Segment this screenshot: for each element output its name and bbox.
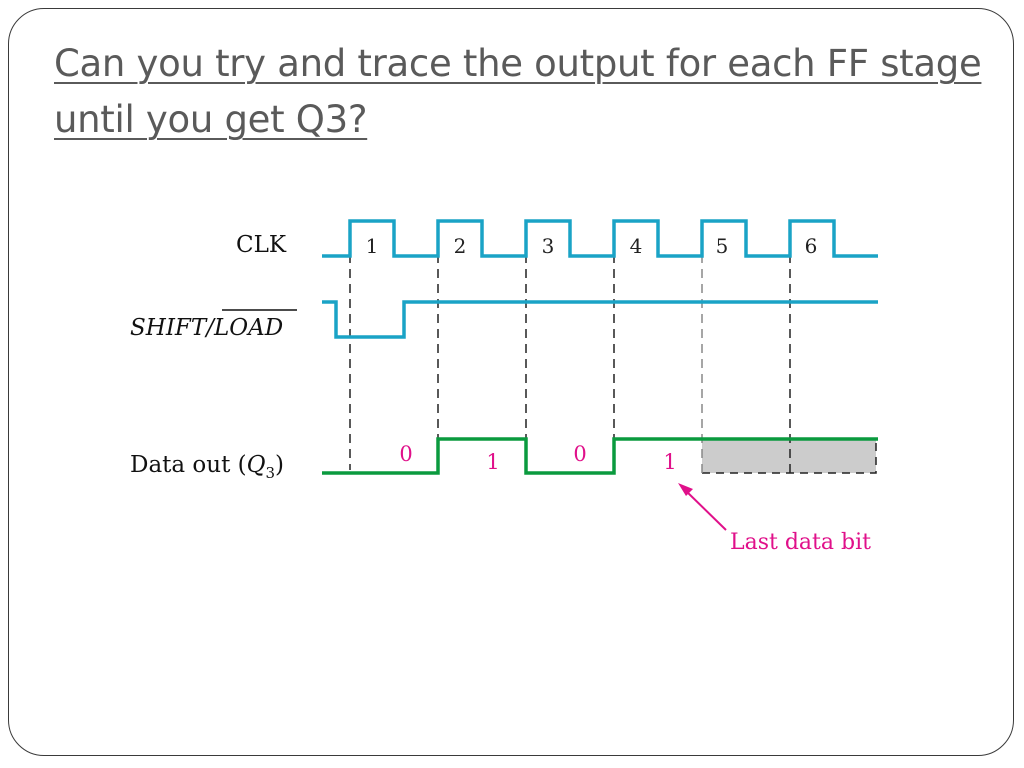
data-label-q: Q — [247, 452, 266, 478]
slide-frame — [8, 8, 1014, 756]
clock-number-1: 1 — [366, 234, 379, 258]
data-bits: 0 1 0 1 — [399, 442, 676, 474]
annotation-arrow-head — [678, 483, 693, 496]
data-label-sub: 3 — [265, 464, 275, 482]
data-label-suffix: ) — [275, 452, 284, 478]
annotation-arrow-line — [683, 488, 727, 531]
clk-label: CLK — [236, 232, 287, 258]
shift-label-text: SHIFT/ — [130, 315, 216, 341]
shift-load-label: SHIFT/LOAD — [130, 315, 283, 341]
data-bit-2: 1 — [486, 450, 499, 474]
slide-title: Can you try and trace the output for eac… — [54, 36, 1014, 148]
shaded-region-border — [702, 439, 877, 474]
clk-waveform — [322, 219, 878, 258]
clock-number-5: 5 — [716, 234, 729, 258]
clock-numbers: 1 2 3 4 5 6 — [366, 234, 818, 258]
load-label-text: LOAD — [213, 315, 283, 341]
shaded-region — [702, 439, 876, 473]
clock-number-4: 4 — [630, 234, 643, 258]
data-bit-3: 0 — [573, 442, 586, 466]
title-line-2: until you get Q3? — [54, 98, 368, 141]
clock-number-3: 3 — [542, 234, 555, 258]
clock-number-6: 6 — [805, 234, 818, 258]
data-bit-4: 1 — [663, 450, 676, 474]
clock-number-2: 2 — [454, 234, 467, 258]
data-label-prefix: Data out ( — [130, 452, 247, 478]
data-out-waveform — [322, 437, 878, 475]
data-bit-1: 0 — [399, 442, 412, 466]
shift-load-waveform — [322, 300, 878, 339]
title-line-1: Can you try and trace the output for eac… — [54, 42, 982, 85]
data-out-label: Data out (Q3) — [130, 452, 284, 482]
last-data-bit-annotation: Last data bit — [730, 530, 871, 555]
